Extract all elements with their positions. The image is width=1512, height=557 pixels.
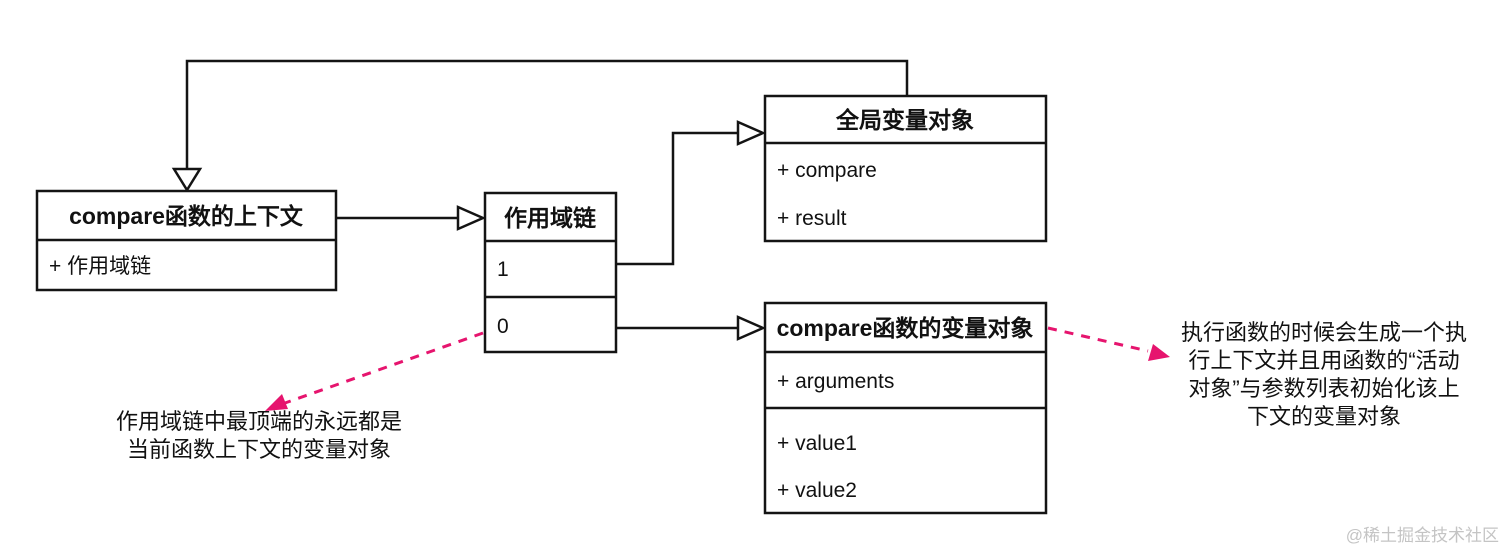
pink-arrow-left [265, 331, 484, 411]
annotation-right: 执行函数的时候会生成一个执 行上下文并且用函数的“活动 对象”与参数列表初始化该… [1181, 320, 1467, 429]
connector-feedback-loop [171, 59, 909, 193]
connector-context-to-scope [336, 205, 487, 231]
node-variable-object-title: compare函数的变量对象 [777, 315, 1034, 341]
node-global-object: 全局变量对象 + compare + result [763, 94, 1048, 243]
scope1-global-line [616, 131, 738, 266]
annotation-right-line1: 执行函数的时候会生成一个执 [1181, 320, 1467, 345]
node-global-object-field: + result [777, 207, 847, 230]
arrowhead-down-icon [171, 167, 203, 193]
watermark-text: @稀土掘金技术社区 [1346, 526, 1499, 545]
arrowhead-right-icon [456, 205, 487, 231]
node-scope-chain-box [483, 191, 618, 354]
node-global-object-field: + compare [777, 159, 877, 182]
annotation-right-line2: 行上下文并且用函数的“活动 [1188, 348, 1459, 373]
annotation-left: 作用域链中最顶端的永远都是 当前函数上下文的变量对象 [116, 409, 402, 462]
connector-scope0-to-varobj [616, 315, 767, 341]
pink-arrowhead-icon [265, 394, 288, 411]
scope-chain-row-1: 1 [497, 258, 509, 281]
dashed-line [284, 331, 484, 405]
node-scope-chain: 作用域链 1 0 [483, 191, 618, 354]
node-global-object-title: 全局变量对象 [835, 107, 974, 133]
scope-chain-row-0: 0 [497, 315, 509, 338]
arrowhead-right-icon [736, 120, 767, 146]
node-variable-object: compare函数的变量对象 + arguments + value1 + va… [763, 301, 1048, 515]
node-variable-object-field: + value1 [777, 432, 857, 455]
annotation-right-line4: 下文的变量对象 [1247, 404, 1401, 429]
node-variable-object-field: + arguments [777, 370, 894, 393]
annotation-left-line2: 当前函数上下文的变量对象 [127, 437, 391, 462]
node-context: compare函数的上下文 + 作用域链 [35, 189, 338, 292]
feedback-line [185, 59, 909, 168]
node-scope-chain-title: 作用域链 [504, 205, 596, 231]
annotation-right-line3: 对象”与参数列表初始化该上 [1188, 376, 1459, 401]
node-global-object-box [763, 94, 1048, 243]
node-context-field: + 作用域链 [49, 255, 151, 278]
annotation-left-line1: 作用域链中最顶端的永远都是 [116, 409, 402, 434]
pink-arrow-right [1047, 326, 1170, 361]
dashed-line [1047, 326, 1149, 353]
node-variable-object-field: + value2 [777, 479, 857, 502]
pink-arrowhead-icon [1148, 344, 1170, 361]
arrowhead-right-icon [736, 315, 767, 341]
node-context-title: compare函数的上下文 [69, 203, 304, 229]
connector-scope1-to-global [616, 120, 767, 266]
